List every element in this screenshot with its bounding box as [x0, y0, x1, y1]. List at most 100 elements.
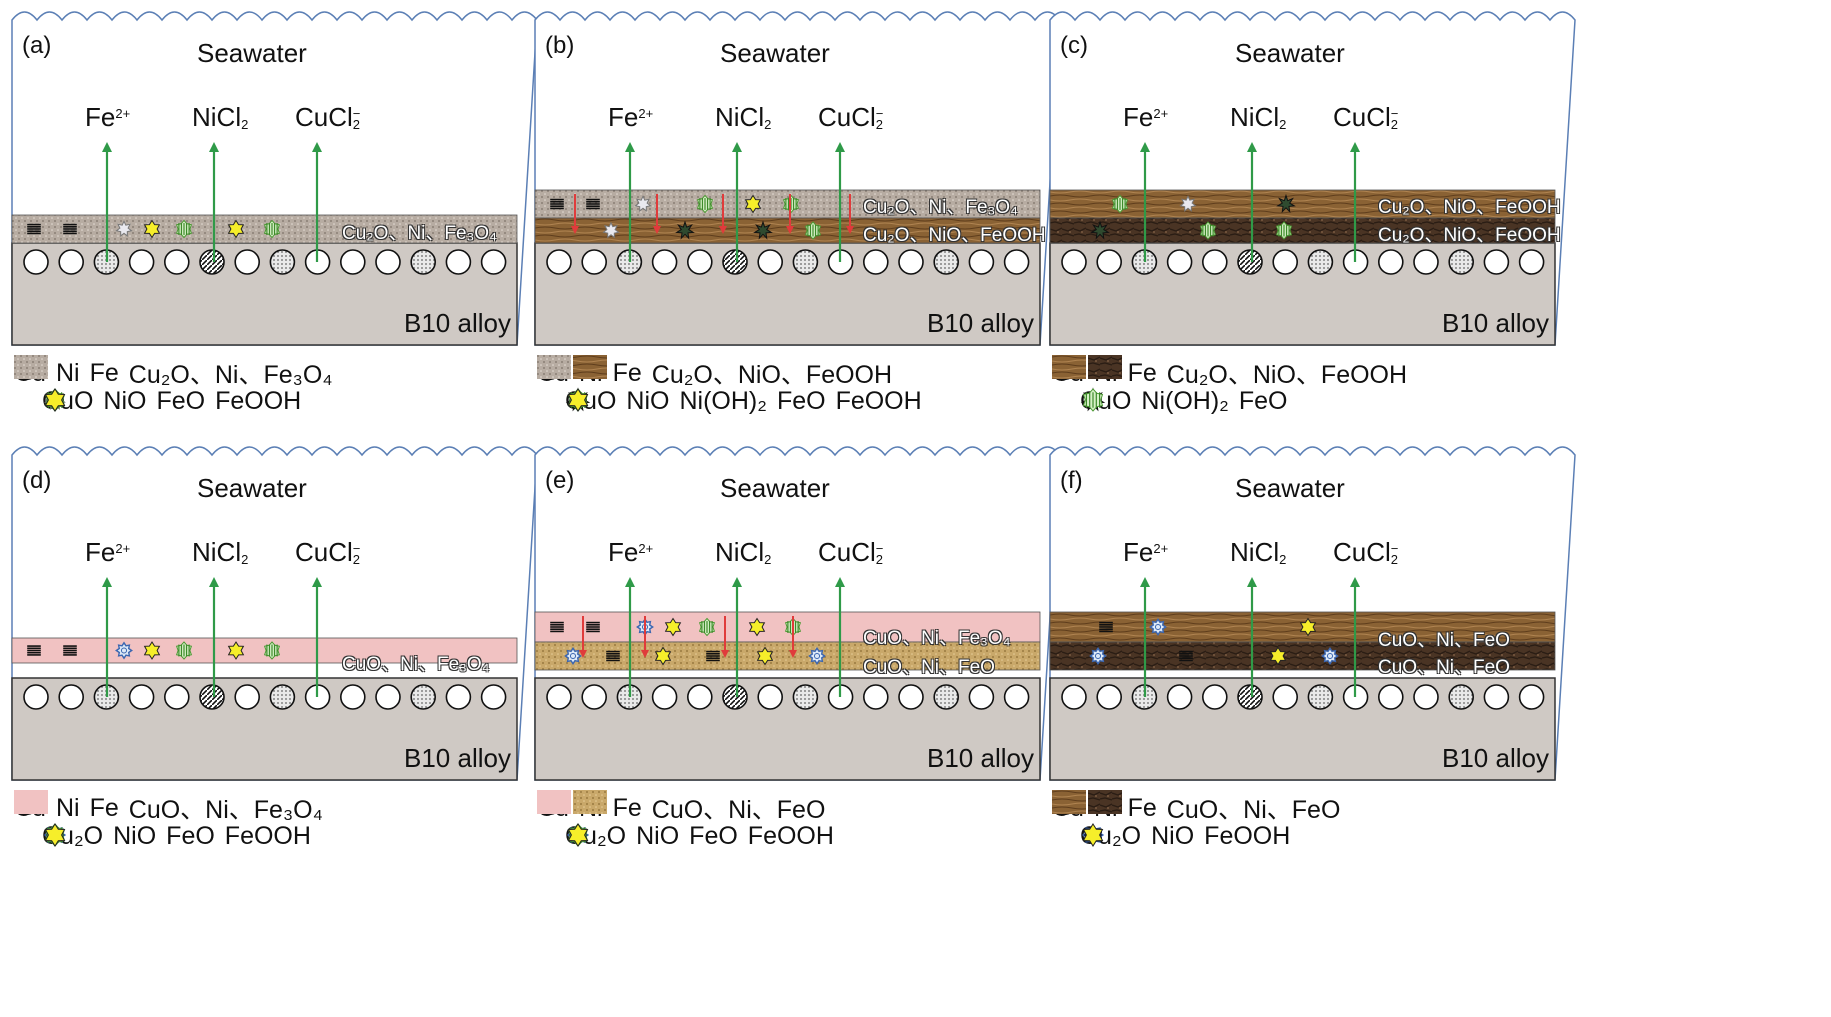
- particle-feo: [263, 219, 281, 239]
- atom-cu: [480, 249, 507, 275]
- ion-release-arrow: [732, 142, 742, 262]
- particle-cu2o: [1089, 647, 1107, 665]
- ion-release-arrow: [102, 142, 112, 262]
- particle-nio: [1179, 650, 1193, 662]
- atom-cu: [1166, 249, 1193, 275]
- particle-nio: [1099, 621, 1113, 633]
- atom-cu: [128, 684, 155, 710]
- particle-feooh: [1299, 617, 1317, 637]
- particle-feo: [698, 617, 716, 637]
- legend-item: Ni: [15, 356, 80, 388]
- atom-cu: [1202, 684, 1228, 710]
- legend-layer-swatch-icon: [537, 790, 607, 814]
- atom-cu: [1413, 249, 1439, 275]
- particle-feo: [696, 194, 714, 214]
- atom-cu: [58, 249, 85, 275]
- particle-feooh: [143, 641, 161, 660]
- ion-release-arrow: [732, 577, 742, 697]
- legend-item: Fe: [538, 791, 642, 823]
- ion-release-arrow: [835, 142, 845, 262]
- seawater-label: Seawater: [720, 38, 830, 68]
- oxide-layer-2: [1049, 217, 1556, 244]
- inward-arrow: [653, 194, 661, 234]
- panel-label: (c): [1060, 32, 1088, 59]
- particle-nio: [63, 223, 77, 235]
- atom-fe: [792, 684, 819, 710]
- atom-cu: [339, 249, 366, 275]
- inward-arrow: [789, 616, 797, 658]
- legend-item: Cu₂O、Ni、Fe₃O₄: [14, 355, 333, 391]
- atom-cu: [1003, 249, 1030, 275]
- atom-cu: [862, 684, 889, 710]
- oxide-layer-1: [11, 637, 518, 664]
- atom-cu: [546, 249, 572, 275]
- legend-layer-swatch-icon: [14, 790, 48, 814]
- panel-f-drawing: [1049, 446, 1576, 781]
- legend-item: NiO: [1084, 822, 1194, 851]
- layer-composition-label: Cu₂O、Ni、Fe₃O₄: [863, 197, 1018, 218]
- atom-cu: [1061, 249, 1087, 275]
- panel-label: (d): [22, 467, 52, 494]
- particle-nio: [550, 198, 564, 210]
- legend-item: Fe: [1053, 791, 1157, 823]
- legend-item: Fe: [15, 791, 119, 823]
- ion-release-arrow: [1247, 577, 1257, 697]
- particle-nioh: [753, 220, 773, 240]
- legend-item: Fe: [538, 356, 642, 388]
- ion-release-arrow: [625, 142, 635, 262]
- seawater-label: Seawater: [1235, 473, 1345, 503]
- layer-composition-label: Cu₂O、Ni、Fe₃O₄: [342, 223, 497, 244]
- ion-release-arrow: [209, 142, 219, 262]
- oxide-layer-2: [534, 217, 1041, 244]
- atom-cu: [23, 684, 49, 710]
- oxide-layer-2: [1049, 641, 1556, 671]
- layer-composition-label: CuO、Ni、FeO: [863, 657, 995, 678]
- atom-ni: [199, 249, 225, 275]
- atom-cu: [1413, 684, 1439, 710]
- atom-ni: [1237, 684, 1263, 710]
- ion-release-arrow: [209, 577, 219, 697]
- panel-label: (b): [545, 32, 575, 59]
- ion-label: CuCl−2: [295, 102, 361, 133]
- particle-nio: [586, 198, 600, 210]
- particle-nio: [586, 621, 600, 633]
- particle-feooh: [756, 646, 774, 666]
- layer-composition-label: Cu₂O、NiO、FeOOH: [1378, 197, 1561, 218]
- particle-feo: [175, 219, 193, 239]
- panel-c-drawing: [1049, 11, 1576, 346]
- legend-item: FeOOH: [44, 387, 301, 416]
- atom-cu: [898, 249, 924, 275]
- particle-nio: [606, 650, 620, 662]
- atom-cu: [581, 684, 608, 710]
- atom-fe: [1448, 249, 1475, 275]
- inward-arrow: [719, 194, 727, 234]
- atom-cu: [234, 684, 260, 710]
- layer-composition-label: Cu₂O、NiO、FeOOH: [1378, 225, 1561, 246]
- atom-cu: [164, 684, 190, 710]
- particle-cu2o: [808, 647, 826, 665]
- legend-layer-swatch-icon: [1052, 355, 1122, 379]
- atom-fe: [933, 249, 960, 275]
- legend-item: CuO、Ni、FeO: [537, 790, 825, 826]
- ion-release-arrow: [1140, 142, 1150, 262]
- atom-fe: [1307, 684, 1334, 710]
- legend-item: FeOOH: [567, 822, 834, 851]
- layer-composition-label: CuO、Ni、Fe₃O₄: [342, 654, 490, 675]
- atom-fe: [792, 249, 819, 275]
- atom-cu: [375, 249, 401, 275]
- atom-ni: [199, 684, 225, 710]
- particle-feo: [1199, 221, 1217, 240]
- atom-cu: [968, 684, 995, 710]
- legend-item: Ni(OH)₂: [1080, 387, 1229, 416]
- alloy-label: B10 alloy: [404, 308, 511, 338]
- panel-e-drawing: [534, 446, 1061, 781]
- atom-cu: [1377, 684, 1404, 710]
